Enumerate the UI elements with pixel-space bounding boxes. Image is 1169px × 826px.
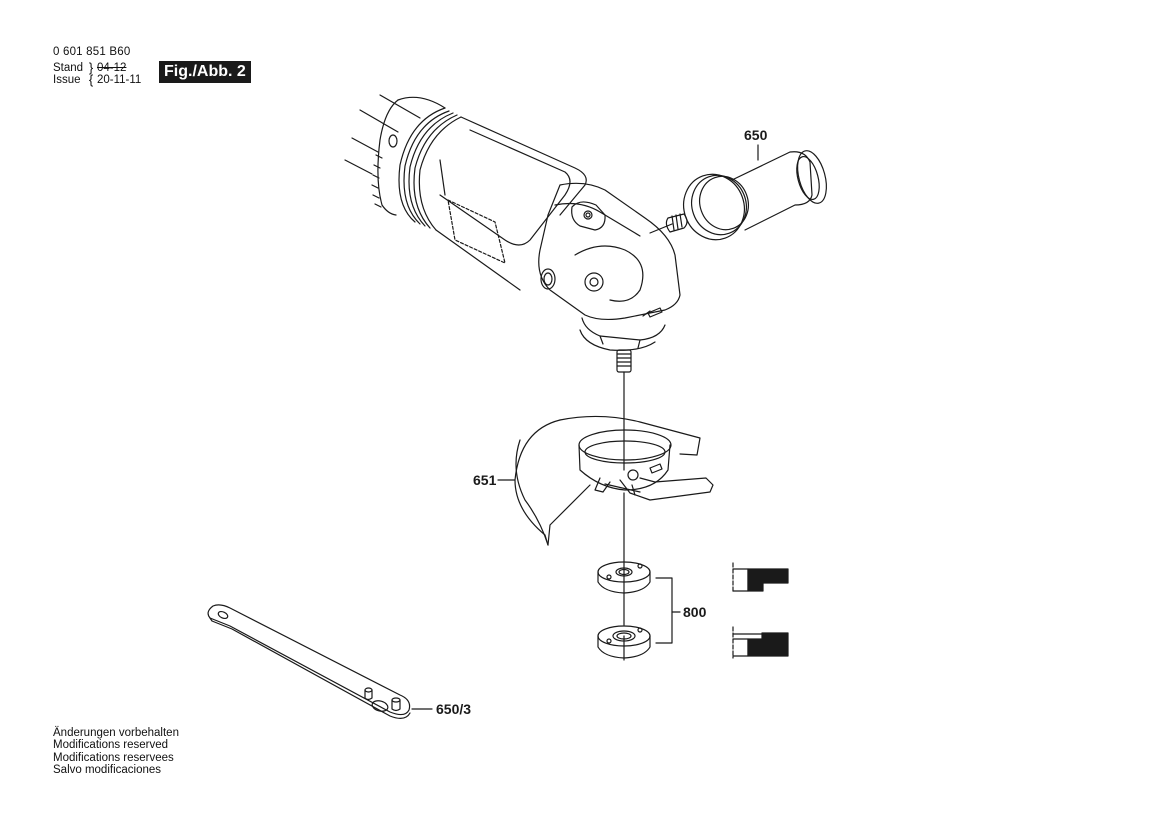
stand-row: Stand } 04-12 bbox=[53, 60, 141, 75]
part-label-800: 800 bbox=[683, 604, 707, 620]
nut-cross-section-icon bbox=[733, 627, 788, 658]
issue-label: Issue bbox=[53, 74, 81, 86]
brace-icon: { bbox=[88, 72, 94, 87]
brace-icon: } bbox=[88, 60, 94, 75]
part-label-651: 651 bbox=[473, 472, 497, 488]
clamping-nut-icon bbox=[598, 626, 650, 658]
disclaimer-line-es: Salvo modificaciones bbox=[53, 764, 162, 777]
part-label-650-3: 650/3 bbox=[436, 701, 471, 717]
mounting-flange-icon bbox=[598, 562, 650, 593]
revision-block: Stand } 04-12 Issue { 20-11-11 bbox=[53, 60, 142, 87]
disclaimer-line-fr: Modifications reservees bbox=[53, 751, 174, 764]
side-handle-icon bbox=[650, 145, 832, 248]
stand-label: Stand bbox=[53, 62, 84, 74]
figure-badge: Fig./Abb. 2 bbox=[159, 61, 251, 83]
modifications-disclaimer: Änderungen vorbehalten Modifications res… bbox=[53, 727, 179, 777]
bracket-800 bbox=[656, 578, 672, 643]
grinder-body-icon bbox=[345, 95, 680, 372]
document-number: 0 601 851 B60 bbox=[53, 46, 131, 58]
disclaimer-line-de: Änderungen vorbehalten bbox=[53, 727, 179, 739]
stand-value: 04-12 bbox=[97, 62, 127, 74]
issue-value: 20-11-11 bbox=[97, 74, 142, 86]
flange-cross-section-icon bbox=[733, 563, 788, 593]
part-label-650: 650 bbox=[744, 127, 768, 143]
disclaimer-line-en: Modifications reserved bbox=[53, 739, 169, 752]
two-pin-spanner-icon bbox=[208, 605, 410, 719]
protective-guard-icon bbox=[515, 416, 713, 545]
issue-row: Issue { 20-11-11 bbox=[53, 72, 142, 87]
